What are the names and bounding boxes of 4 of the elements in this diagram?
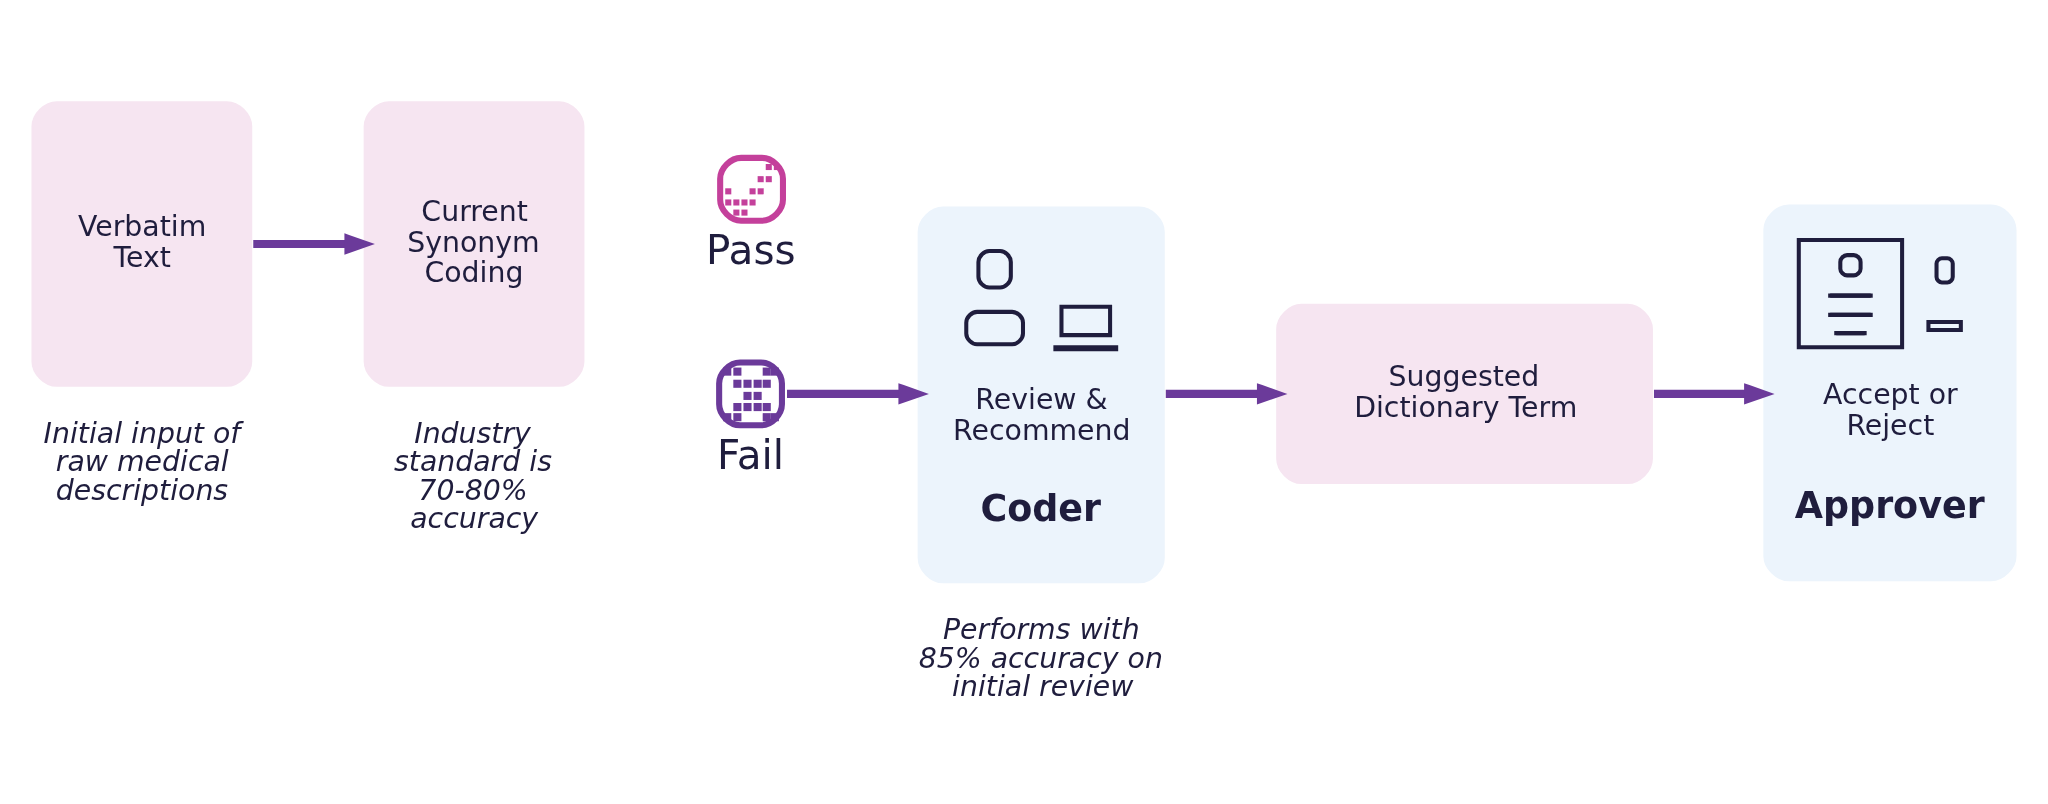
node-label: Fail [717, 430, 785, 479]
node-label: Pass [705, 225, 796, 274]
node-label: Performs with 85% accuracy on initial review [918, 612, 1163, 703]
node-label: Industry standard is 70-80% accuracy [394, 416, 552, 535]
